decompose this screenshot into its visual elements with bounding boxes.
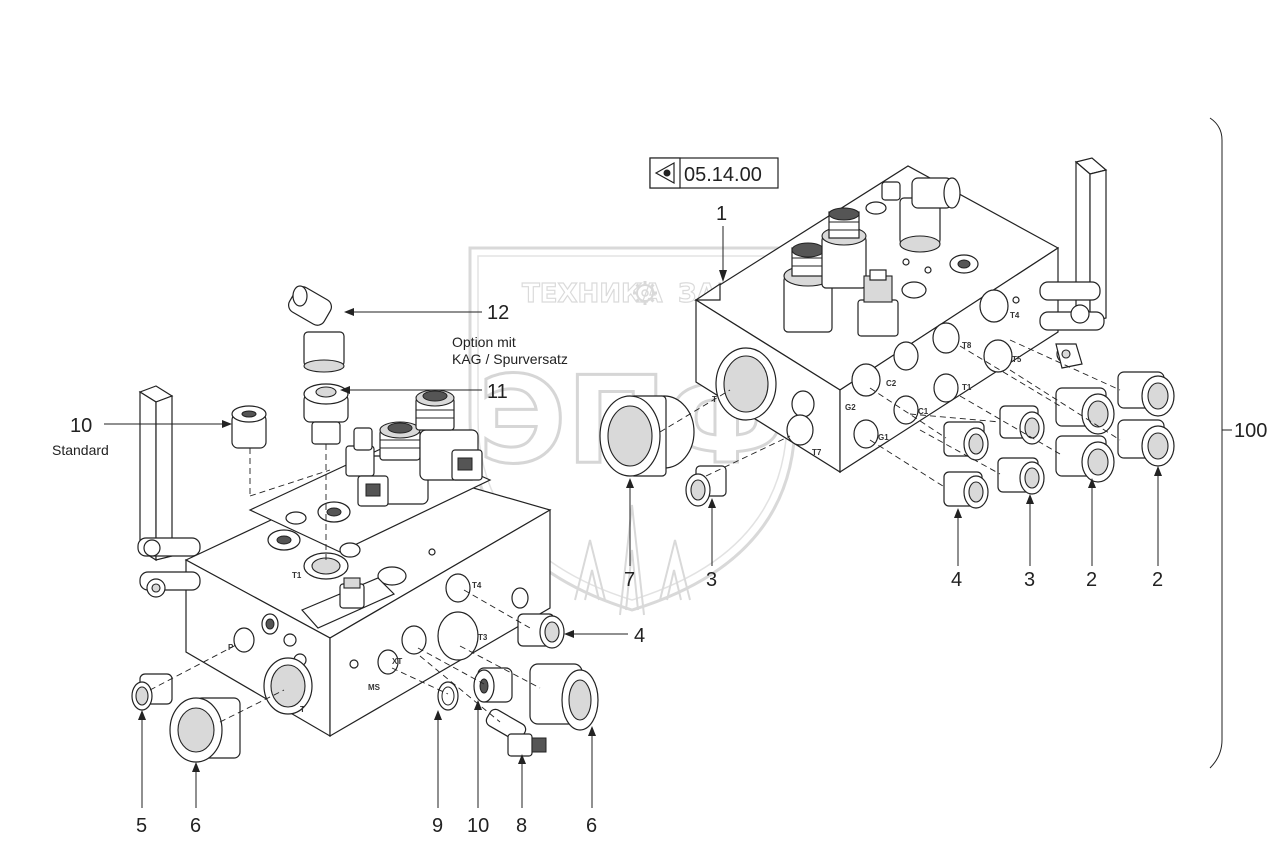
seal-ring-9 <box>437 681 459 711</box>
large-fitting-7 <box>599 395 695 477</box>
port-label-t4: T4 <box>1010 311 1020 320</box>
plug-10-bottom <box>473 667 513 703</box>
plug-10-top <box>231 405 267 449</box>
fittings-right-group <box>943 371 1175 509</box>
fitting-6-right <box>529 663 599 731</box>
solenoid-valve <box>783 242 833 333</box>
left-port-label-t4: T4 <box>472 581 482 590</box>
left-port-label-t3: T3 <box>478 633 488 642</box>
elbow-fitting-12 <box>288 285 345 373</box>
callout-2-b: 2 <box>1152 569 1163 591</box>
pressure-switch <box>857 269 899 337</box>
callouts: 1 12 Option mit KAG / Spurversatz 11 10 … <box>52 203 1163 837</box>
solenoid-valve <box>415 389 483 481</box>
port-label-t1: T1 <box>962 383 972 392</box>
callout-4-left: 4 <box>634 625 645 647</box>
fitting-4 <box>943 471 989 509</box>
reference-code: 05.14.00 <box>684 164 762 186</box>
port-label-c1: C1 <box>918 407 929 416</box>
leader-lines <box>104 226 1162 808</box>
elbow-fitting <box>881 177 961 253</box>
left-valve-block: T1 P T MS XT T3 T4 <box>137 385 552 738</box>
left-port-label-xt: XT <box>392 657 402 666</box>
fitting-5 <box>131 673 173 711</box>
solenoid-valve <box>345 421 429 507</box>
left-port-label-t: T <box>300 705 305 714</box>
callout-12: 12 <box>487 302 509 324</box>
lever-handle <box>137 385 201 598</box>
callout-10-bottom: 10 <box>467 815 489 837</box>
left-port-label-t1: T1 <box>292 571 302 580</box>
fitting-2 <box>1117 419 1175 467</box>
reference-box[interactable]: 05.14.00 <box>649 157 779 189</box>
callout-11-note-1: Option mit <box>452 334 516 350</box>
left-port-label-ms: MS <box>368 683 381 692</box>
port-label-c2: C2 <box>886 379 897 388</box>
solenoid-valve <box>821 207 867 289</box>
adapter-fitting-11 <box>303 383 349 445</box>
port-label-t8: T8 <box>962 341 972 350</box>
fitting-3-mid <box>685 465 727 507</box>
port-label-g2: G2 <box>845 403 856 412</box>
callout-7: 7 <box>624 569 635 591</box>
port-label-g1: G1 <box>878 433 889 442</box>
lever-handle <box>1039 157 1108 369</box>
assembly-center-lines <box>149 339 1121 723</box>
callout-6-left: 6 <box>190 815 201 837</box>
gear-icon <box>633 281 657 305</box>
callout-9: 9 <box>432 815 443 837</box>
watermark-hops <box>574 504 691 616</box>
callout-11: 11 <box>487 381 508 403</box>
callout-6-right: 6 <box>586 815 597 837</box>
callout-2-a: 2 <box>1086 569 1097 591</box>
sensor-8 <box>485 708 547 757</box>
fitting-4-left <box>517 613 565 649</box>
callout-8: 8 <box>516 815 527 837</box>
callout-3-right: 3 <box>1024 569 1035 591</box>
callout-5: 5 <box>136 815 147 837</box>
watermark-text-1: ТЕХНИКА <box>522 279 662 309</box>
assembly-bracket: 100 <box>1209 117 1267 769</box>
callout-11-note-2: KAG / Spurversatz <box>452 351 568 367</box>
port-label-t5: T5 <box>1012 355 1022 364</box>
callout-10-note: Standard <box>52 442 109 458</box>
fitting-2 <box>1055 387 1115 435</box>
callout-3-mid: 3 <box>706 569 717 591</box>
fitting-3 <box>997 457 1045 495</box>
fitting-6-left <box>169 697 241 763</box>
fitting-2 <box>1055 435 1115 483</box>
right-block-ports <box>851 289 1020 449</box>
view-eye-icon <box>654 161 675 185</box>
fitting-4 <box>943 421 989 461</box>
right-valve-block: G2 G1 C2 C1 T1 T8 T5 T4 T T7 <box>694 157 1108 474</box>
assembly-number: 100 <box>1234 420 1267 442</box>
port-label-t7: T7 <box>812 448 822 457</box>
fitting-3 <box>999 405 1045 445</box>
callout-10-top: 10 <box>70 415 92 437</box>
callout-4-right: 4 <box>951 569 962 591</box>
fitting-2 <box>1117 371 1175 417</box>
callout-1: 1 <box>716 203 727 225</box>
